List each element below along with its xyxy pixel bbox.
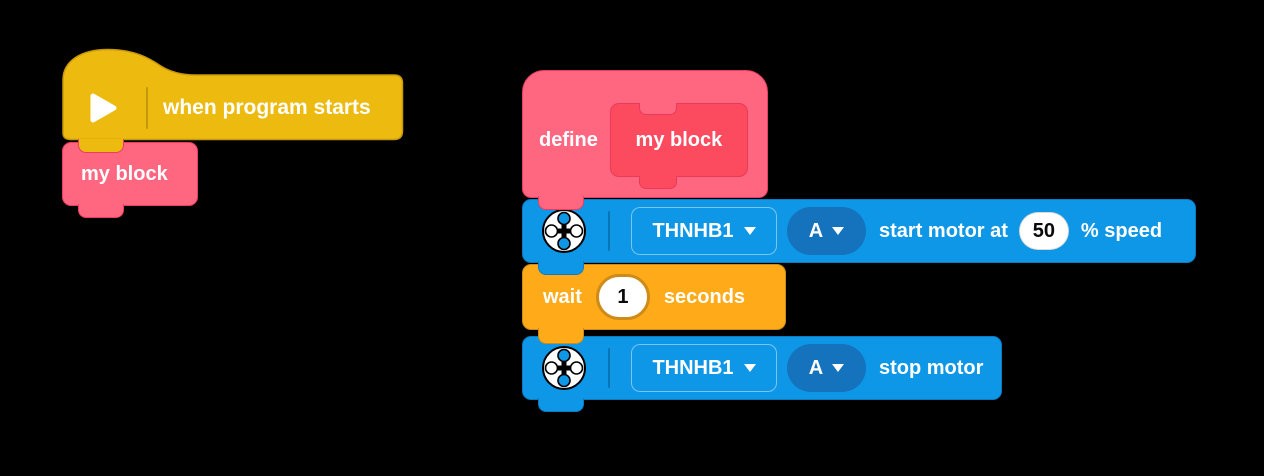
duration-input[interactable]: 1	[595, 274, 650, 320]
when-program-starts-block[interactable]: when program starts	[62, 48, 404, 141]
device-dropdown-value: THNHB1	[652, 357, 734, 379]
define-block[interactable]: define my block	[522, 70, 768, 198]
motor-icon	[542, 346, 586, 390]
speed-input[interactable]: 50	[1018, 212, 1069, 250]
chevron-down-icon	[832, 227, 845, 235]
define-keyword-label: define	[539, 129, 598, 151]
percent-speed-label: % speed	[1080, 220, 1163, 242]
motor-icon	[542, 209, 586, 253]
port-dropdown-value: A	[808, 357, 824, 379]
start-motor-block[interactable]: THNHB1 A start motor at 50 % speed	[522, 199, 1196, 263]
wait-label: wait	[543, 286, 582, 308]
device-dropdown[interactable]: THNHB1	[631, 344, 777, 392]
hat-label: when program starts	[163, 96, 371, 119]
port-dropdown[interactable]: A	[787, 344, 866, 392]
chevron-down-icon	[743, 227, 756, 235]
block-divider	[608, 211, 610, 251]
block-divider	[608, 348, 610, 388]
chevron-down-icon	[743, 364, 756, 372]
hat-shape	[62, 48, 404, 141]
start-motor-label: start motor at	[879, 220, 1008, 242]
device-dropdown-value: THNHB1	[652, 220, 734, 242]
prototype-label: my block	[635, 129, 723, 151]
connector-tab	[78, 139, 124, 153]
play-icon	[90, 93, 117, 122]
connector-tab	[538, 196, 584, 210]
connector-tab	[78, 204, 124, 218]
connector-tab	[538, 328, 584, 344]
call-block-label: my block	[81, 163, 168, 185]
stop-motor-label: stop motor	[879, 357, 984, 379]
connector-tab	[538, 398, 584, 412]
device-dropdown[interactable]: THNHB1	[631, 207, 777, 255]
prototype-tab	[638, 176, 677, 189]
my-block-prototype[interactable]: my block	[609, 102, 748, 189]
stop-motor-block[interactable]: THNHB1 A stop motor	[522, 336, 1002, 400]
wait-block[interactable]: wait 1 seconds	[522, 264, 786, 330]
chevron-down-icon	[832, 364, 845, 372]
block-divider	[146, 86, 148, 129]
connector-tab	[538, 261, 584, 275]
prototype-notch	[638, 102, 677, 115]
port-dropdown-value: A	[808, 220, 824, 242]
seconds-label: seconds	[663, 286, 746, 308]
port-dropdown[interactable]: A	[787, 207, 866, 255]
